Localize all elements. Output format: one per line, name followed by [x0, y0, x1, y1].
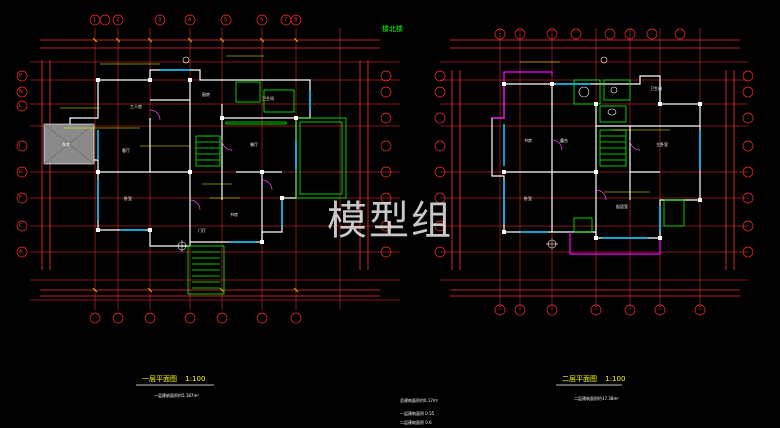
axis-number: 4 [188, 17, 192, 23]
axis-number: 1 [93, 17, 97, 23]
room-label: 主卧室 [656, 142, 668, 147]
drawing-top-title: 楼北楼 [382, 25, 403, 33]
plan-2-leaders [520, 61, 670, 193]
room-label: 客厅 [122, 148, 130, 153]
plan-1-area-note: 一层建筑面积约5.187m² [154, 393, 199, 398]
axis-letter: L [19, 103, 22, 109]
plan-2-columns [502, 82, 702, 240]
axis-letter: N [19, 89, 23, 95]
room-label: 起居室 [616, 204, 628, 209]
axis-letter: C [19, 223, 23, 229]
room-label: 门厅 [198, 228, 206, 233]
axis-letter: G [19, 169, 23, 175]
room-label: 露台 [560, 138, 568, 143]
plan-2-magenta-outline [492, 71, 661, 255]
plan-1-axis-bubbles [16, 14, 392, 324]
room-label: 书房 [524, 138, 532, 143]
axis-number: 3 [158, 17, 162, 23]
note-total-area: 总建筑面积约0.17m² [400, 398, 439, 403]
note-floor2-area: 二层建筑面积 0.6 [400, 420, 432, 425]
room-label: 卫生间 [650, 86, 662, 91]
plan-2-fixtures [578, 86, 618, 116]
note-floor1-area: 一层建筑面积 0.55 [400, 411, 435, 416]
plan-2-area-note: 二层建筑面积约17.38m² [574, 396, 619, 401]
plan-2-title: 二层平面图 1:100 [562, 374, 625, 384]
plan-1-title: 一层平面图 1:100 [142, 374, 205, 384]
plan-1-grid [30, 28, 400, 310]
plan-1-columns [96, 78, 298, 244]
room-label: 工人房 [130, 104, 142, 109]
plan-1-title-text: 一层平面图 [142, 375, 177, 383]
axis-number: 5 [224, 17, 228, 23]
axis-number: 8 [294, 17, 298, 23]
plan-1-garage-panel [43, 123, 95, 165]
axis-number: 7 [284, 17, 288, 23]
room-label: 车库 [62, 142, 70, 147]
plan-1-scale: 1:100 [185, 375, 206, 383]
axis-letter: F [19, 195, 22, 201]
room-label: 卧室 [524, 196, 532, 201]
axis-letter: A [19, 249, 23, 255]
plan-1-leaders [60, 55, 264, 199]
plan-1-doors [149, 109, 273, 211]
plan-1-windows [97, 69, 311, 243]
room-label: 卧室 [124, 196, 132, 201]
room-label: 卫生间 [262, 96, 274, 101]
axis-number: 6 [260, 17, 264, 23]
plan-2-scale: 1:100 [605, 375, 626, 383]
axis-letter: J [19, 143, 21, 149]
plan-2-green-structure [573, 79, 685, 233]
room-label: 书房 [230, 212, 238, 217]
plan-2-doors [551, 139, 641, 201]
axis-number: 2 [116, 17, 120, 23]
plan-2-title-text: 二层平面图 [562, 375, 597, 383]
plan-1-dimension-ticks [92, 37, 299, 293]
axis-letter: P [19, 73, 23, 79]
plan-2-windows [503, 83, 701, 239]
watermark: 模型组 [327, 198, 453, 244]
plan-2-axis-bubbles [434, 28, 754, 316]
room-label: 厨房 [202, 92, 210, 97]
room-label: 餐厅 [250, 142, 258, 147]
